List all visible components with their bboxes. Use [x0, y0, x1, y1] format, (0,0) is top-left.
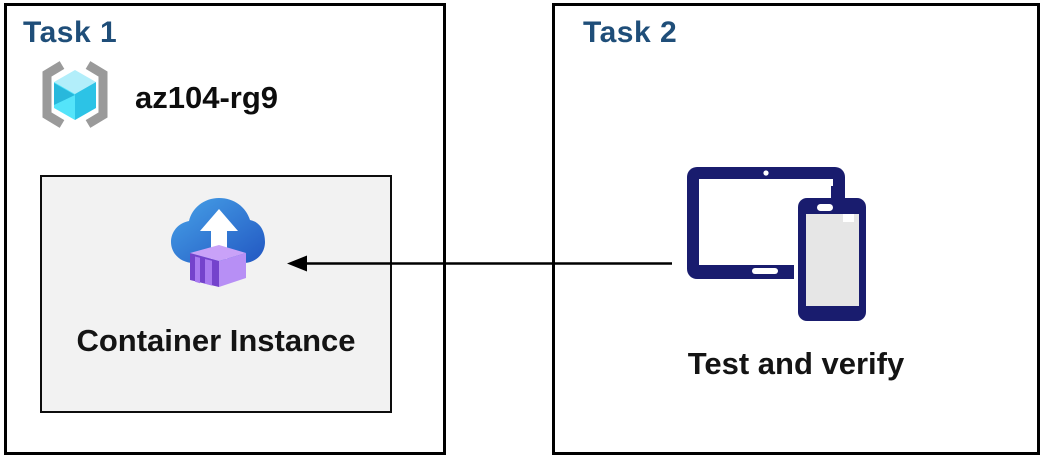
tablet-and-phone-devices-icon	[687, 167, 870, 325]
task2-title: Task 2	[583, 16, 678, 49]
resource-group-row: az104-rg9	[31, 58, 278, 138]
phone-icon	[794, 186, 870, 325]
test-and-verify-label: Test and verify	[687, 346, 905, 381]
task2-box: Task 2 Test and verify	[552, 3, 1040, 455]
task1-title: Task 1	[23, 16, 118, 49]
container-instance-label: Container Instance	[76, 323, 356, 358]
task1-box: Task 1 az104-rg9	[4, 3, 446, 455]
container-shape	[190, 245, 246, 287]
resource-group-name: az104-rg9	[135, 80, 279, 115]
azure-resource-group-icon	[42, 61, 108, 128]
container-instance-box: Container Instance	[40, 175, 392, 413]
upload-arrow-icon	[200, 209, 238, 259]
azure-container-instances-icon	[171, 198, 265, 287]
